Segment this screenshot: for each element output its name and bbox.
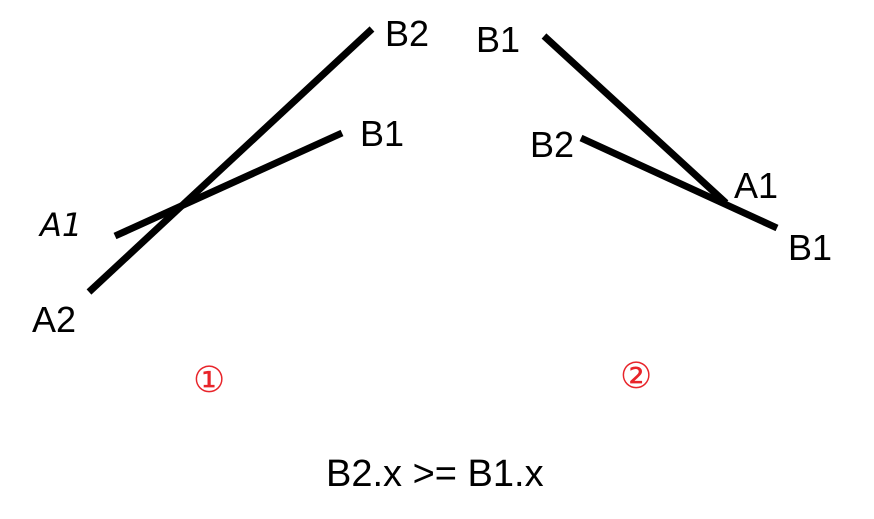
case-2-group: B1 B2 A1 B1 ② (476, 19, 832, 397)
segment-a2-b2 (86, 26, 375, 295)
label-b1-top-case2: B1 (476, 19, 520, 60)
condition-formula: B2.x >= B1.x (326, 453, 544, 495)
label-b1-bottom-case2: B1 (788, 227, 832, 268)
label-b1-case1: B1 (360, 113, 404, 154)
segment-b1top-a1 (541, 33, 729, 206)
segment-a1-b1 (113, 129, 344, 240)
segment-b2-b1bottom (579, 134, 779, 232)
case-1-group: B2 B1 A1 A2 ① (32, 13, 429, 401)
label-a2-case1: A2 (32, 299, 76, 340)
label-b2-case2: B2 (530, 124, 574, 165)
label-b2-case1: B2 (385, 13, 429, 54)
case-1-marker: ① (193, 360, 225, 401)
case-2-marker: ② (620, 356, 652, 397)
label-a1-case2: A1 (734, 165, 778, 206)
label-a1-case1: A1 (38, 206, 82, 244)
